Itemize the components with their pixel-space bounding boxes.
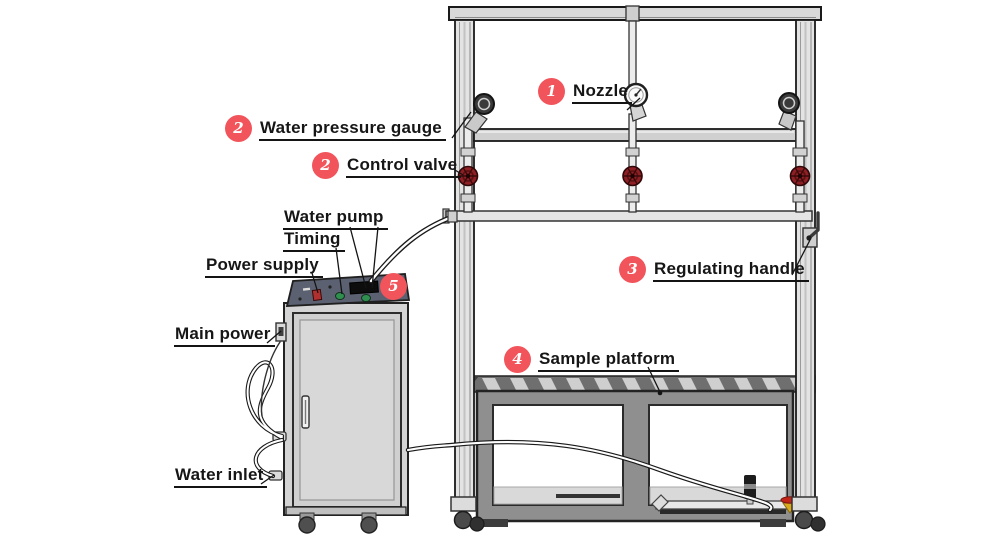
regulating-handle-hardware bbox=[802, 211, 820, 248]
platform-foot-left bbox=[482, 519, 508, 527]
platform-shadow-left bbox=[556, 494, 620, 498]
pump-knob-icon bbox=[361, 294, 371, 302]
annotation-power-supply: Power supply bbox=[205, 255, 323, 278]
angled-fitting-icon bbox=[651, 494, 669, 512]
number-badge: 1 bbox=[538, 78, 565, 105]
leader-water-inlet bbox=[260, 474, 275, 485]
manifold-junction bbox=[447, 210, 458, 223]
leader-regulating-handle bbox=[791, 239, 811, 276]
leader-main-power bbox=[266, 330, 282, 344]
annotation-sample-platform: 4 Sample platform bbox=[504, 346, 680, 373]
annotation-label: Sample platform bbox=[538, 349, 680, 372]
leader-water-pressure-gauge bbox=[451, 111, 472, 139]
platform-foot-right bbox=[760, 519, 786, 527]
annotation-label: Control valve bbox=[346, 155, 462, 178]
spray-piping bbox=[442, 20, 813, 224]
control-valve-icon bbox=[457, 165, 479, 187]
hoses bbox=[245, 210, 774, 513]
number-badge: 2 bbox=[225, 115, 252, 142]
platform-slat-strip bbox=[465, 375, 816, 393]
number-badge: 3 bbox=[619, 256, 646, 283]
floor-pipe-assembly bbox=[651, 475, 800, 514]
center-drop-pipe bbox=[628, 20, 637, 86]
leader-nozzle bbox=[626, 97, 641, 111]
annotation-regulating-handle: 3 Regulating handle bbox=[619, 256, 809, 283]
annotation-main-power: Main power bbox=[174, 324, 275, 347]
control-valve-icon bbox=[789, 165, 811, 187]
leader-timing bbox=[335, 247, 343, 295]
spray-riser-left bbox=[463, 117, 473, 213]
sample-platform bbox=[465, 375, 816, 527]
number-badge: 4 bbox=[504, 346, 531, 373]
number-badge: 5 bbox=[380, 273, 407, 300]
annotation-nozzle: 1 Nozzle bbox=[538, 78, 633, 105]
annotation-label: Timing bbox=[283, 229, 345, 252]
frame-feet bbox=[450, 496, 826, 532]
caster-wheel-icon bbox=[360, 516, 378, 534]
pressure-gauge-icon bbox=[464, 93, 495, 134]
caster-wheel-icon bbox=[794, 510, 814, 530]
top-center-fitting bbox=[625, 5, 640, 22]
annotation-water-inlet: Water inlet bbox=[174, 465, 268, 488]
annotation-label: Nozzle bbox=[572, 81, 633, 104]
leader-water-pump-2 bbox=[371, 226, 379, 289]
timer-display-icon bbox=[349, 280, 379, 295]
platform-shadow-right bbox=[660, 509, 786, 514]
annotation-pump-panel: 5 bbox=[380, 273, 407, 300]
door-handle bbox=[301, 395, 310, 429]
leader-water-pump-1 bbox=[349, 226, 367, 289]
control-valve-icon bbox=[622, 165, 643, 187]
annotation-label: Regulating handle bbox=[653, 259, 809, 282]
caster-wheel-icon bbox=[810, 516, 826, 532]
annotation-label: Water inlet bbox=[174, 465, 268, 488]
annotation-timing: Timing bbox=[283, 229, 345, 252]
pressure-gauge-icon bbox=[623, 82, 649, 122]
pressure-gauge-icon bbox=[778, 92, 800, 131]
frame-left-post bbox=[454, 19, 475, 499]
annotation-water-pressure-gauge: 2 Water pressure gauge bbox=[225, 115, 446, 142]
pump-cabinet bbox=[268, 273, 411, 534]
annotation-control-valve: 2 Control valve bbox=[312, 152, 462, 179]
number-badge: 2 bbox=[312, 152, 339, 179]
caster-wheel-icon bbox=[298, 516, 316, 534]
leader-lines bbox=[260, 97, 811, 485]
caster-wheel-icon bbox=[469, 516, 485, 532]
pipe-couplings bbox=[460, 147, 808, 203]
annotation-water-pump: Water pump bbox=[283, 207, 388, 230]
annotation-label: Water pump bbox=[283, 207, 388, 230]
leader-control-valve bbox=[454, 169, 464, 176]
caster-wheel-icon bbox=[453, 510, 473, 530]
annotation-label: Water pressure gauge bbox=[259, 118, 446, 141]
panel-controls bbox=[298, 279, 397, 302]
annotation-label: Main power bbox=[174, 324, 275, 347]
power-rocker-icon bbox=[311, 288, 323, 302]
annotation-label: Power supply bbox=[205, 255, 323, 278]
timing-knob-icon bbox=[335, 292, 345, 300]
